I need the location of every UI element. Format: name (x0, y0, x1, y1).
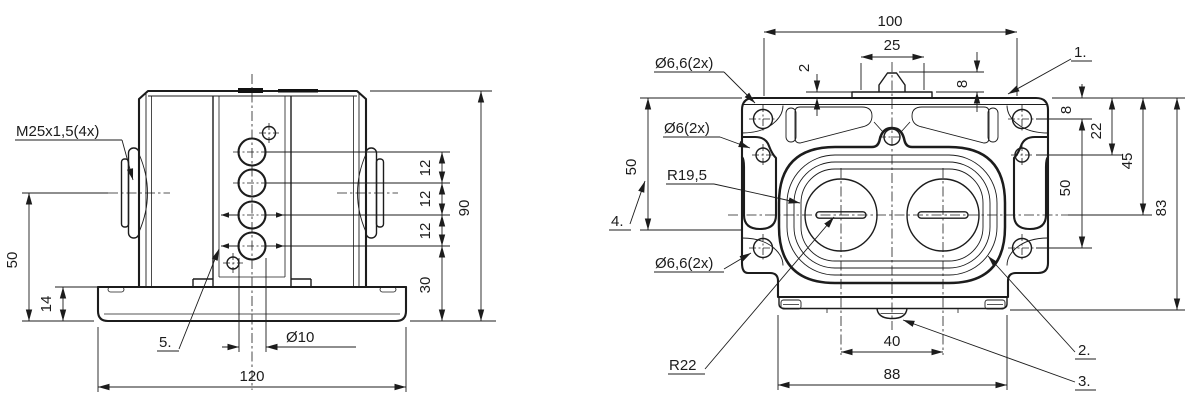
dim-base-width: 120 (98, 368, 406, 391)
callout-groove-radius: R19,5 (666, 167, 801, 204)
balloon-text: 1. (1074, 44, 1087, 61)
plan-interior (785, 106, 999, 146)
balloon-text: 2. (1078, 342, 1091, 359)
callout-thread: M25x1,5(4x) (15, 123, 134, 181)
side-channels (740, 135, 1050, 231)
dim-text: 100 (877, 13, 902, 30)
mount-clip-left (780, 299, 802, 310)
dim-hole-pitch-y: 50 (1057, 119, 1086, 248)
dim-text: 50 (623, 159, 640, 176)
balloon-3: 3. (902, 319, 1096, 391)
dim-text: 25 (884, 37, 901, 54)
dim-text: 12 (417, 160, 434, 177)
callout-side-holes: Ø6(2x) (663, 120, 751, 149)
front-view: 50 14 120 12 12 12 30 90 (4, 74, 496, 392)
dim-body-width: 88 (778, 366, 1007, 389)
dim-text: 90 (456, 200, 473, 217)
callout-text: Ø6(2x) (664, 120, 710, 137)
callout-text: Ø6,6(2x) (655, 55, 713, 72)
front-extension-lines (22, 90, 496, 392)
dim-text: 14 (38, 296, 55, 313)
gasket-strip (238, 88, 263, 93)
callout-text: Ø6,6(2x) (655, 255, 713, 272)
callout-text: R19,5 (667, 167, 707, 184)
mount-clip-right (984, 299, 1006, 310)
dim-text: 30 (417, 277, 434, 294)
gasket-strip (278, 89, 318, 93)
drain-bump (876, 308, 908, 320)
dim-text: 83 (1153, 200, 1170, 217)
dim-text: 120 (239, 368, 264, 385)
dim-tab-plate: 2 (796, 64, 821, 116)
front-body-outline (137, 88, 368, 289)
dim-text: 40 (884, 333, 901, 350)
dim-base-thickness: 14 (38, 287, 67, 321)
dim-entry-pitch-chain: 12 12 12 30 (417, 152, 446, 321)
balloon-5: 5. (157, 248, 220, 352)
dim-text: 45 (1119, 153, 1136, 170)
dim-text: 8 (954, 80, 971, 88)
dim-text: 12 (417, 191, 434, 208)
callout-outer-radius: R22 (668, 216, 835, 375)
dim-text: Ø10 (286, 329, 314, 346)
callout-text: R22 (669, 357, 697, 374)
plan-extension-lines (640, 38, 1185, 390)
dim-edge-to-hole: 8 (1058, 84, 1086, 114)
dim-edge-to-side-hole: 22 (1088, 98, 1116, 155)
dim-text: 8 (1058, 106, 1075, 114)
callout-corner-holes-bottom: Ø6,6(2x) (654, 252, 752, 273)
dim-bore-pitch: 40 (841, 333, 943, 356)
balloon-1: 1. (1007, 44, 1092, 95)
plan-centerlines (728, 62, 1070, 355)
dim-overall-height: 90 (456, 91, 485, 321)
balloon-text: 3. (1078, 373, 1091, 390)
balloon-text: 4. (611, 213, 624, 230)
dim-tab-height: 8 (954, 52, 981, 112)
dim-text: 12 (417, 223, 434, 240)
balloon-2: 2. (987, 255, 1096, 360)
dim-tab-width: 25 (861, 37, 924, 61)
dim-channel-depth: 50 (623, 98, 652, 230)
dim-text: 50 (1057, 180, 1074, 197)
dim-text: 50 (4, 252, 21, 269)
dim-axis-height: 50 (4, 193, 33, 321)
dim-text: 2 (796, 64, 813, 72)
plan-plate-outline (740, 96, 1050, 320)
dim-text: 22 (1088, 123, 1105, 140)
balloon-4: 4. (609, 180, 646, 231)
callout-text: M25x1,5(4x) (16, 123, 99, 140)
dim-overall-depth: 83 (1153, 98, 1181, 310)
cable-entry-holes (223, 123, 279, 273)
dim-edge-to-axis: 45 (1119, 98, 1147, 215)
plan-view: 100 25 2 8 8 50 22 (609, 13, 1185, 391)
dim-text: 88 (884, 366, 901, 383)
dim-hole-pitch-x: 100 (764, 13, 1017, 36)
balloon-text: 5. (159, 334, 172, 351)
dim-entry-bore: Ø10 (222, 329, 356, 351)
top-tab (851, 72, 933, 99)
front-centerlines (22, 74, 398, 390)
callout-corner-holes-top: Ø6,6(2x) (654, 55, 756, 104)
mounting-holes (749, 105, 1036, 262)
